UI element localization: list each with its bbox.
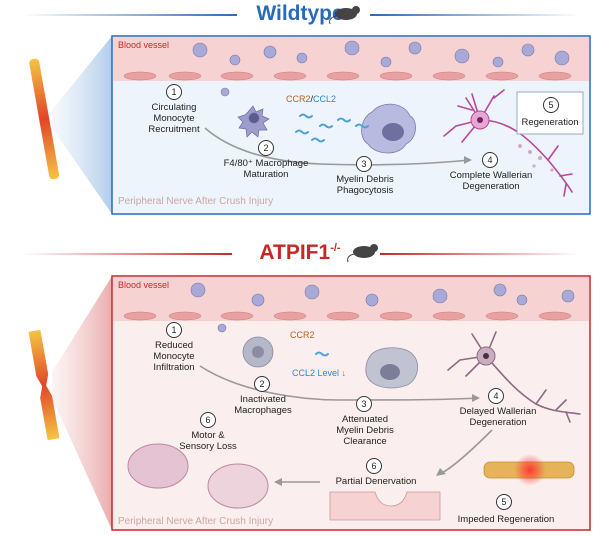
wildtype-step-5-label: Regeneration bbox=[521, 117, 579, 128]
knockout-step-1-label: Reduced Monocyte Infiltration bbox=[153, 340, 195, 373]
knockout-step-5-badge: 5 bbox=[496, 494, 512, 510]
knockout-blood-vessel-label: Blood vessel bbox=[118, 280, 170, 290]
wildtype-step-3-badge: 3 bbox=[356, 156, 372, 172]
knockout-neuron bbox=[447, 331, 581, 423]
partial-denervation-muscle bbox=[329, 491, 441, 521]
wildtype-header-line-left bbox=[22, 14, 237, 16]
knockout-crushed-nerve-icon bbox=[28, 329, 60, 441]
wildtype-step-4-badge: 4 bbox=[482, 152, 498, 168]
impeded-regeneration-nerve bbox=[483, 454, 575, 486]
knockout-step-5-label: Impeded Regeneration bbox=[457, 514, 555, 525]
nerve-cross-sections bbox=[127, 443, 269, 509]
wildtype-nerve-icon bbox=[29, 58, 60, 180]
wildtype-header-line-right bbox=[370, 14, 580, 16]
wildtype-macrophage bbox=[237, 105, 270, 138]
knockout-step-6b-badge: 6 bbox=[200, 412, 216, 428]
knockout-ccr2-label: CCR2 bbox=[290, 330, 315, 340]
knockout-title: ATPIF1-/- bbox=[259, 241, 341, 264]
wildtype-neuron bbox=[443, 89, 573, 197]
wildtype-step-3-label: Myelin Debris Phagocytosis bbox=[336, 174, 394, 196]
wildtype-step-4-label: Complete Wallerian Degeneration bbox=[449, 170, 533, 192]
knockout-step-2-label: Inactivated Macrophages bbox=[234, 394, 292, 416]
knockout-step-2-badge: 2 bbox=[254, 376, 270, 392]
wildtype-zoom-cone bbox=[52, 36, 112, 214]
knockout-ccl2-level-label: CCL2 Level ↓ bbox=[292, 368, 347, 378]
wildtype-ccr2-text: CCR2 bbox=[286, 94, 311, 104]
knockout-header-line-left bbox=[22, 253, 232, 255]
wildtype-step-2-label: F4/80⁺ Macrophage Maturation bbox=[223, 158, 309, 180]
knockout-step-1-badge: 1 bbox=[166, 322, 182, 338]
wildtype-blood-vessel-label: Blood vessel bbox=[118, 40, 170, 50]
wildtype-ccr2-ccl2-label: CCR2/CCL2 bbox=[286, 94, 336, 104]
knockout-step-6b-label: Motor & Sensory Loss bbox=[179, 430, 237, 452]
knockout-footer: Peripheral Nerve After Crush Injury bbox=[118, 516, 274, 527]
knockout-inactive-macrophage bbox=[242, 336, 274, 368]
knockout-step-3-label: Attenuated Myelin Debris Clearance bbox=[336, 414, 394, 447]
knockout-debris-macrophage bbox=[365, 347, 418, 389]
knockout-flow-arrow bbox=[199, 365, 479, 401]
wildtype-step-5-badge: 5 bbox=[543, 97, 559, 113]
knockout-step-6a-badge: 6 bbox=[366, 458, 382, 474]
wildtype-ccl2-text: CCL2 bbox=[313, 94, 337, 104]
knockout-step-3-badge: 3 bbox=[356, 396, 372, 412]
wildtype-footer: Peripheral Nerve After Crush Injury bbox=[118, 196, 274, 207]
knockout-header-line-right bbox=[380, 253, 580, 255]
knockout-ccl2-molecules bbox=[315, 351, 329, 357]
wildtype-phagocytic-macrophage bbox=[361, 103, 416, 154]
wildtype-flow-arrow bbox=[204, 127, 471, 166]
wildtype-step-2-badge: 2 bbox=[258, 140, 274, 156]
knockout-step-4-badge: 4 bbox=[488, 388, 504, 404]
knockout-zoom-cone bbox=[52, 276, 112, 530]
knockout-step-4-label: Delayed Wallerian Degeneration bbox=[459, 406, 537, 428]
wildtype-step-1-badge: 1 bbox=[166, 84, 182, 100]
wildtype-slash: / bbox=[310, 94, 314, 104]
wildtype-step-1-label: Circulating Monocyte Recruitment bbox=[148, 102, 200, 135]
wildtype-ccl2-molecules bbox=[295, 113, 369, 143]
mouse-icon-knockout bbox=[347, 244, 378, 263]
wildtype-title: Wildtype bbox=[256, 2, 344, 25]
mouse-icon-wildtype bbox=[329, 6, 360, 25]
knockout-step-6a-label: Partial Denervation bbox=[335, 476, 417, 487]
